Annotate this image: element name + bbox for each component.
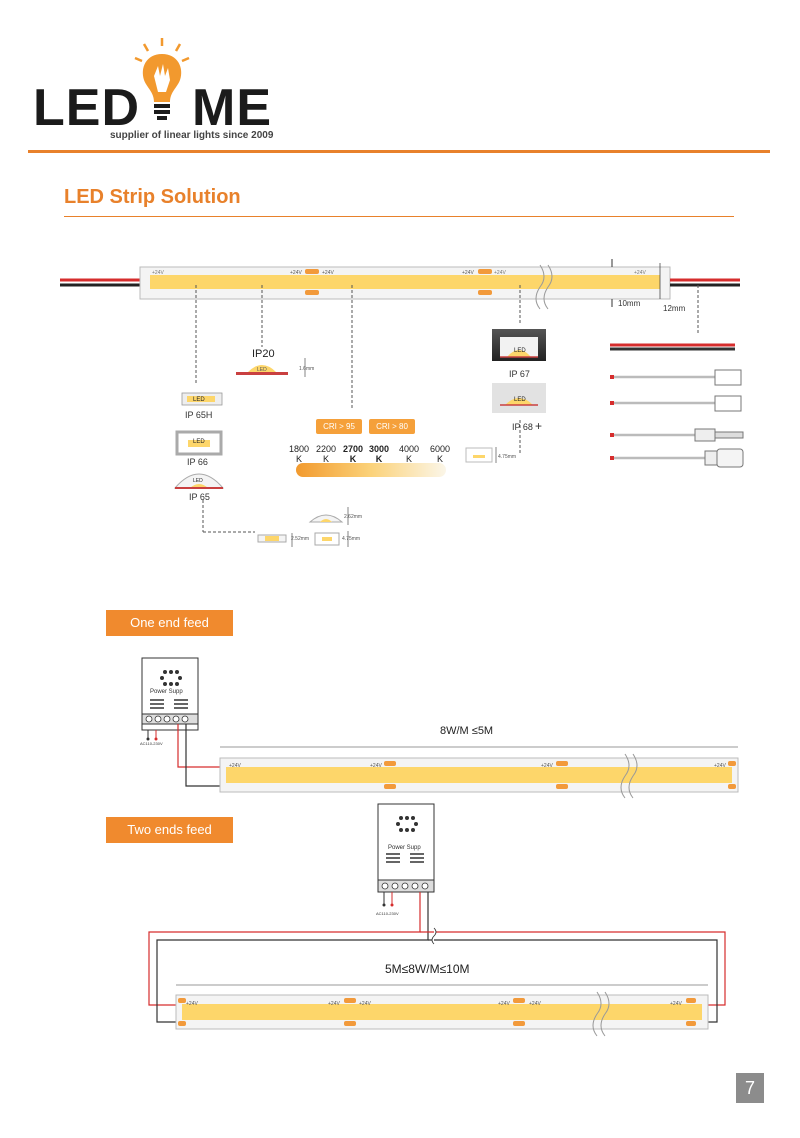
- plus-icon: +: [535, 419, 543, 433]
- dim-2-62mm: 2.62mm: [344, 514, 363, 520]
- ip66-label: IP 66: [187, 457, 208, 467]
- tagline: supplier of linear lights since 2009: [110, 130, 274, 141]
- one-end-plus-3: +24V: [541, 763, 553, 769]
- one-end-feed-tag: One end feed: [106, 610, 233, 636]
- two-ends-plus-1: +24V: [186, 1001, 198, 1007]
- section-title: LED Strip Solution: [64, 186, 241, 208]
- strip-plus-label-5: +24V: [494, 270, 506, 276]
- page-number: 7: [736, 1073, 764, 1103]
- strip-plus-label-2: +24V: [290, 270, 302, 276]
- cri95-badge: CRI > 95: [316, 419, 362, 434]
- dim-12mm: 12mm: [663, 304, 686, 313]
- ip20-led: LED: [257, 367, 267, 373]
- dim-4-75mm-a: 4.75mm: [498, 454, 517, 460]
- two-ends-plus-4: +24V: [498, 1001, 510, 1007]
- dim-2-52mm: 2.52mm: [291, 536, 310, 542]
- logo: LED ME supplier of linear lights since 2…: [0, 0, 800, 150]
- ip65h-label: IP 65H: [185, 410, 213, 420]
- ip65h-led: LED: [193, 397, 205, 403]
- one-end-feed-diagram: +24V +24V +24V +24V: [141, 657, 739, 799]
- two-ends-feed-tag: Two ends feed: [106, 817, 233, 843]
- dim-1-6mm: 1.6mm: [299, 366, 315, 372]
- brand-me-text: ME: [192, 79, 272, 137]
- one-end-spec: 8W/M ≤5M: [440, 725, 494, 737]
- two-ends-psu-label: Power Supp: [388, 845, 421, 851]
- two-ends-plus-2: +24V: [328, 1001, 340, 1007]
- brand-led-text: LED: [33, 79, 140, 137]
- two-ends-feed-diagram: +24V +24V +24V +24V +24V +24V: [148, 803, 726, 1037]
- one-end-plus-1: +24V: [229, 763, 241, 769]
- dim-4-75mm-b: 4.75mm: [342, 536, 361, 542]
- two-ends-ac-label: AC110-230V: [376, 911, 399, 916]
- dim-10mm: 10mm: [618, 299, 641, 308]
- title-underline: [64, 216, 734, 217]
- ip66-led: LED: [193, 439, 205, 445]
- two-ends-spec: 5M≤8W/M≤10M: [385, 962, 470, 976]
- ip65-led: LED: [193, 478, 203, 484]
- one-end-psu-label: Power Supp: [150, 689, 183, 695]
- strip-overview-diagram: +24V +24V +24V +24V +24V +24V 10mm 12mm …: [60, 259, 744, 547]
- one-end-plus-2: +24V: [370, 763, 382, 769]
- ip68-led: LED: [514, 397, 526, 403]
- strip-plus-label-1: +24V: [152, 270, 164, 276]
- cri80-badge: CRI > 80: [369, 419, 415, 434]
- strip-plus-label-6: +24V: [634, 270, 646, 276]
- one-end-ac-label: AC110-230V: [140, 741, 163, 746]
- two-ends-plus-6: +24V: [670, 1001, 682, 1007]
- ip67-led: LED: [514, 348, 526, 354]
- ip67-label: IP 67: [509, 369, 530, 379]
- ip68-label: IP 68: [512, 422, 533, 432]
- one-end-plus-4: +24V: [714, 763, 726, 769]
- ip65-label: IP 65: [189, 492, 210, 502]
- two-ends-plus-3: +24V: [359, 1001, 371, 1007]
- ip20-label: IP20: [252, 348, 275, 360]
- two-ends-plus-5: +24V: [529, 1001, 541, 1007]
- strip-plus-label-3: +24V: [322, 270, 334, 276]
- bulb-icon: [134, 38, 190, 120]
- strip-plus-label-4: +24V: [462, 270, 474, 276]
- header-divider: [28, 150, 770, 153]
